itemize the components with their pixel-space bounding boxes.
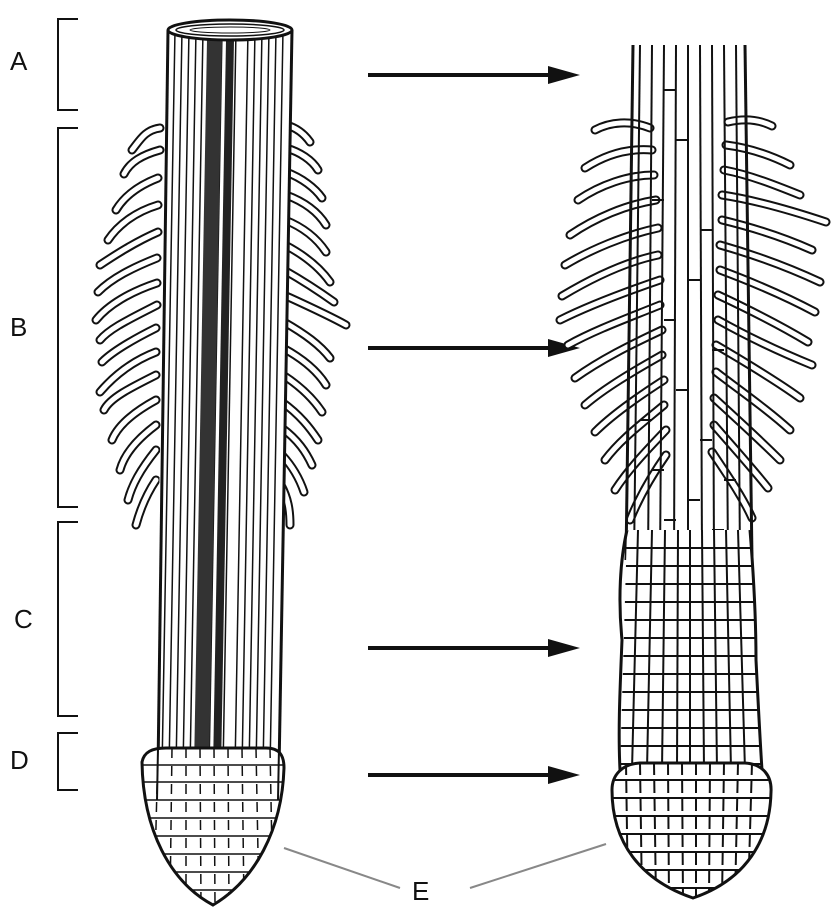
- bracket-b: [58, 128, 78, 507]
- arrows: [368, 66, 580, 784]
- zone-a-label: A: [10, 46, 28, 76]
- pointer-right: [470, 844, 606, 888]
- root-cap-pointers: [284, 844, 606, 888]
- zone-brackets: [58, 19, 78, 790]
- zone-c-label: C: [14, 604, 33, 634]
- arrow-zone-c: [368, 639, 580, 657]
- whole-root-drawing: [96, 20, 346, 905]
- root-cap-label: E: [412, 876, 429, 906]
- arrow-zone-b: [368, 339, 580, 357]
- zone-b-label: B: [10, 312, 27, 342]
- root-hairs-left: [96, 128, 160, 525]
- bracket-d: [58, 733, 78, 790]
- root-section-drawing: [560, 45, 826, 900]
- bracket-a: [58, 19, 78, 110]
- zone-d-label: D: [10, 745, 29, 775]
- pointer-left: [284, 848, 400, 888]
- arrow-zone-a: [368, 66, 580, 84]
- arrow-zone-d: [368, 766, 580, 784]
- section-hairs-right: [712, 120, 826, 518]
- bracket-c: [58, 522, 78, 716]
